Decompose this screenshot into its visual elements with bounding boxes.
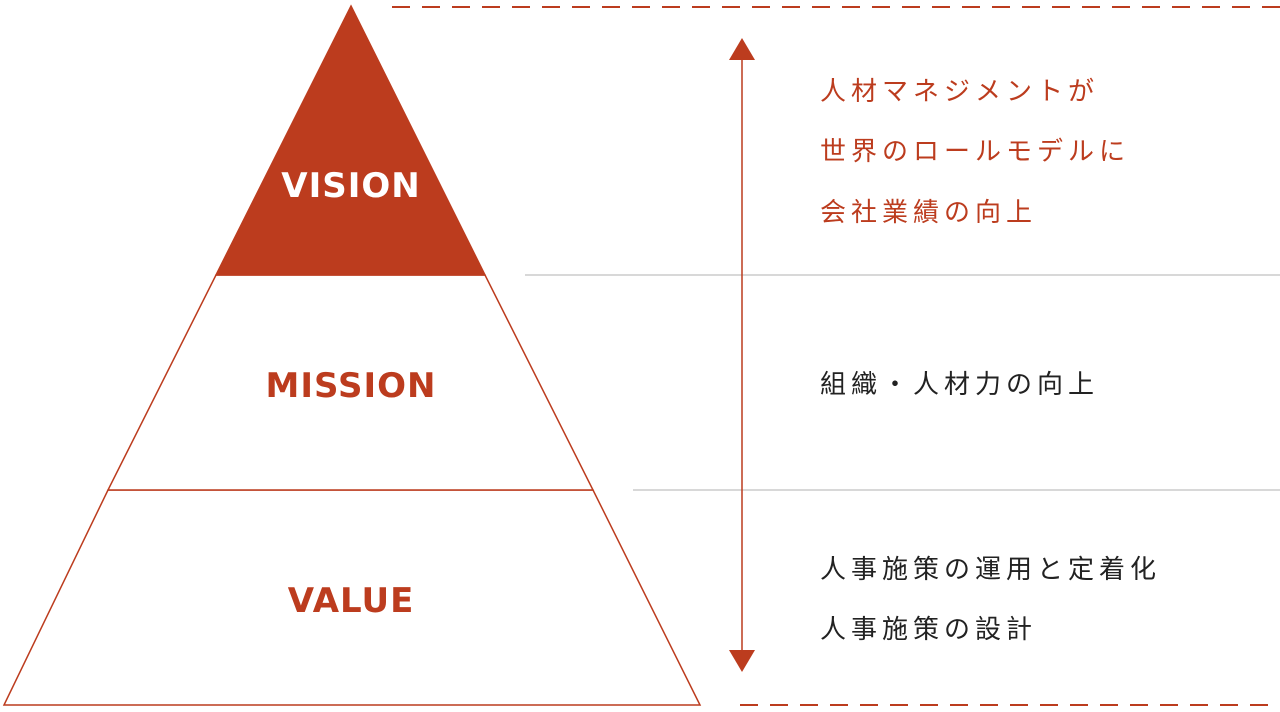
- description-line: 人事施策の運用と定着化: [820, 555, 1161, 585]
- description-line: 会社業績の向上: [820, 198, 1037, 228]
- description-mission: 組織・人材力の向上: [820, 370, 1099, 400]
- tier-label-value: VALUE: [288, 581, 415, 621]
- pyramid-tier-vision: [214, 4, 487, 276]
- description-line: 人事施策の設計: [820, 615, 1037, 645]
- double-arrow-icon: [729, 38, 755, 672]
- description-vision: 人材マネジメントが 世界のロールモデルに 会社業績の向上: [820, 77, 1130, 228]
- pyramid: [2, 4, 702, 706]
- description-value: 人事施策の運用と定着化 人事施策の設計: [820, 555, 1161, 645]
- tier-label-vision: VISION: [281, 166, 420, 206]
- description-line: 組織・人材力の向上: [820, 370, 1099, 400]
- tier-label-mission: MISSION: [266, 366, 437, 406]
- description-line: 世界のロールモデルに: [820, 137, 1130, 167]
- description-line: 人材マネジメントが: [820, 77, 1099, 107]
